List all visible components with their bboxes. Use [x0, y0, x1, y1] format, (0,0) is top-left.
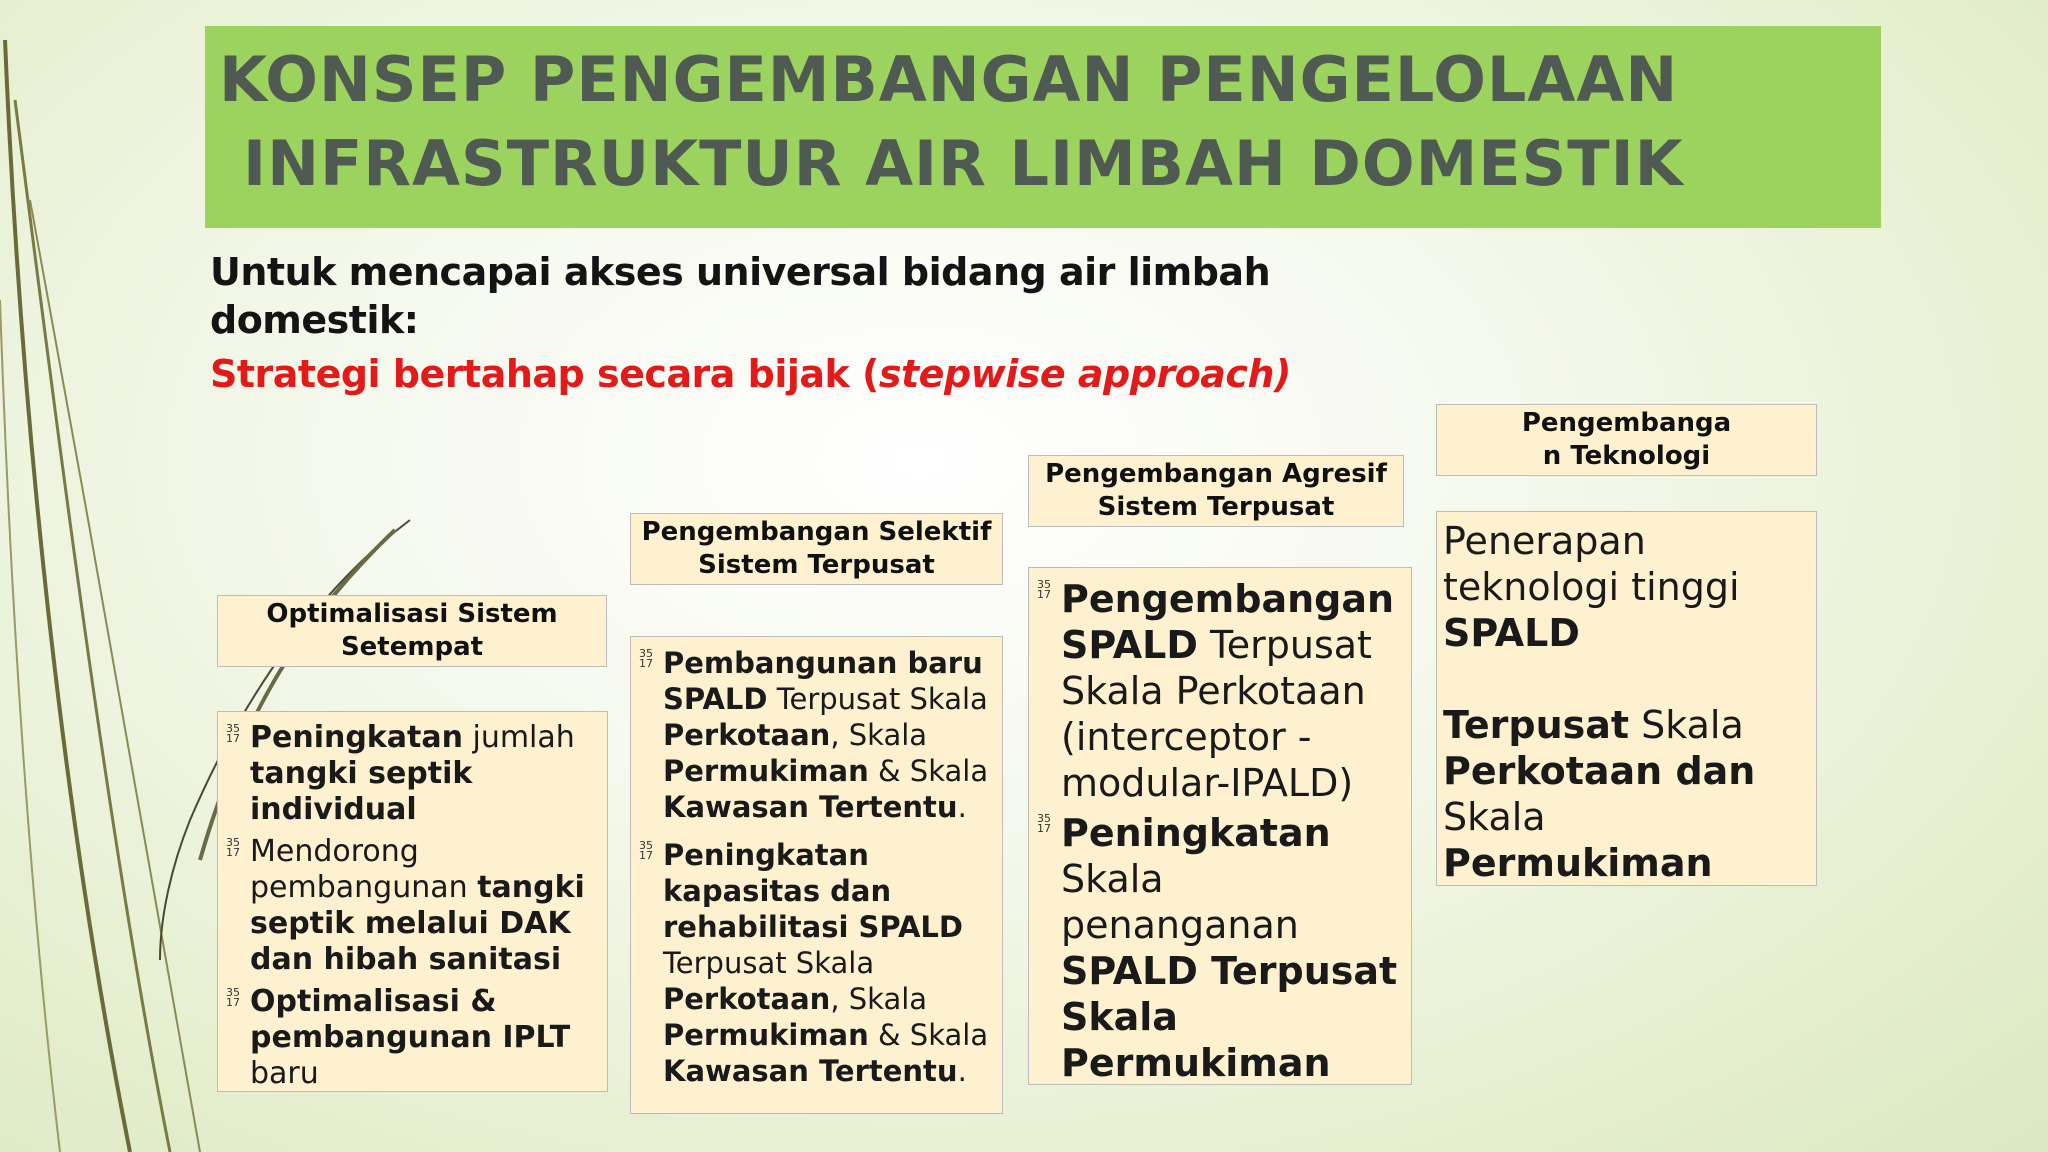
heading-line: Optimalisasi Sistem [266, 599, 558, 629]
item-bold-text: Pembangunan baru SPALD [663, 646, 983, 716]
item-text: jumlah [462, 720, 575, 755]
decorative-leaf-curves [0, 39, 411, 1152]
heading-line: Setempat [340, 632, 484, 662]
item-text: Mendorong pembangunan [250, 834, 468, 905]
item-text: . [957, 790, 967, 824]
item-text: & Skala [868, 1018, 989, 1052]
item-bold-text: Permukiman [1443, 841, 1713, 885]
item-text: & Skala [868, 754, 989, 788]
strategy-line: Strategi bertahap secara bijak (stepwise… [210, 350, 1291, 398]
item-bold-text: Kawasan Tertentu [663, 790, 958, 824]
item-text: Penerapan teknologi tinggi [1443, 519, 1740, 609]
heading-line: Sistem Terpusat [1097, 492, 1335, 522]
item-bold-text: Perkotaan dan [1443, 749, 1756, 793]
paragraph: Terpusat Skala Perkotaan dan Skala Permu… [1443, 702, 1808, 886]
title-line-2: INFRASTRUKTUR AIR LIMBAH DOMESTIK [243, 127, 1684, 200]
heading-pengembangan-selektif: Pengembangan Selektif Sistem Terpusat [630, 513, 1003, 585]
heading-pengembangan-teknologi: Pengembanga n Teknologi [1436, 404, 1817, 476]
item-bold-text: Optimalisasi & pembangunan IPLT [250, 984, 571, 1055]
item-text: Skala [1443, 795, 1546, 839]
item-bold-text: Peningkatan kapasitas dan rehabilitasi S… [663, 838, 963, 944]
paragraph: Penerapan teknologi tinggi SPALD [1443, 518, 1808, 656]
item-bold-text: Permukiman [663, 1018, 869, 1052]
heading-line: Pengembanga [1521, 408, 1732, 438]
heading-line: Pengembangan Agresif [1045, 459, 1387, 489]
item-text: Skala [1629, 703, 1744, 747]
item-bold-text: Kawasan Tertentu [663, 1054, 958, 1088]
intro-text: Untuk mencapai akses universal bidang ai… [210, 248, 1271, 344]
item-bold-text: SPALD [1443, 611, 1580, 655]
item-bold-text: Terpusat [1443, 703, 1630, 747]
item-bold-text: Peningkatan [1061, 811, 1331, 855]
item-bold-text: Perkotaan [663, 718, 831, 752]
page-title: KONSEP PENGEMBANGAN PENGELOLAAN INFRASTR… [219, 38, 1684, 206]
item-text: Skala penanganan [1061, 857, 1299, 947]
item-text: , Skala [830, 718, 928, 752]
item-text: Terpusat Skala [767, 682, 988, 716]
strategy-italic: stepwise approach) [878, 352, 1292, 396]
item-bold-text: Permukiman [663, 754, 869, 788]
title-line-1: KONSEP PENGEMBANGAN PENGELOLAAN [219, 43, 1679, 116]
heading-line: Sistem Terpusat [698, 550, 935, 580]
strategy-prefix: Strategi bertahap secara bijak ( [210, 352, 879, 396]
item-bold-text: SPALD Terpusat Skala Permukiman [1061, 949, 1398, 1085]
intro-line-2: domestik: [210, 298, 419, 342]
item-bold-text: tangki septik melalui DAK dan hibah sani… [250, 870, 585, 977]
heading-pengembangan-agresif: Pengembangan Agresif Sistem Terpusat [1028, 455, 1404, 527]
item-text: Terpusat Skala Perkotaan (interceptor - … [1061, 623, 1372, 805]
item-bold-text: tangki septik individual [250, 756, 473, 827]
heading-line: n Teknologi [1542, 441, 1711, 471]
item-text: Terpusat Skala [663, 946, 875, 980]
heading-optimalisasi-sistem-setempat: Optimalisasi Sistem Setempat [217, 595, 607, 667]
item-bold-text: Peningkatan [250, 720, 463, 755]
item-bold-text: Perkotaan [663, 982, 831, 1016]
item-text: baru [250, 1056, 319, 1091]
heading-line: Pengembangan Selektif [641, 517, 992, 547]
item-text: , Skala [830, 982, 928, 1016]
intro-line-1: Untuk mencapai akses universal bidang ai… [210, 250, 1271, 294]
item-bold-text: Pengembangan SPALD [1061, 577, 1395, 667]
title-band: KONSEP PENGEMBANGAN PENGELOLAAN INFRASTR… [205, 26, 1881, 228]
content-box-teknologi: Penerapan teknologi tinggi SPALD Terpusa… [1436, 511, 1817, 886]
item-text: . [957, 1054, 967, 1088]
